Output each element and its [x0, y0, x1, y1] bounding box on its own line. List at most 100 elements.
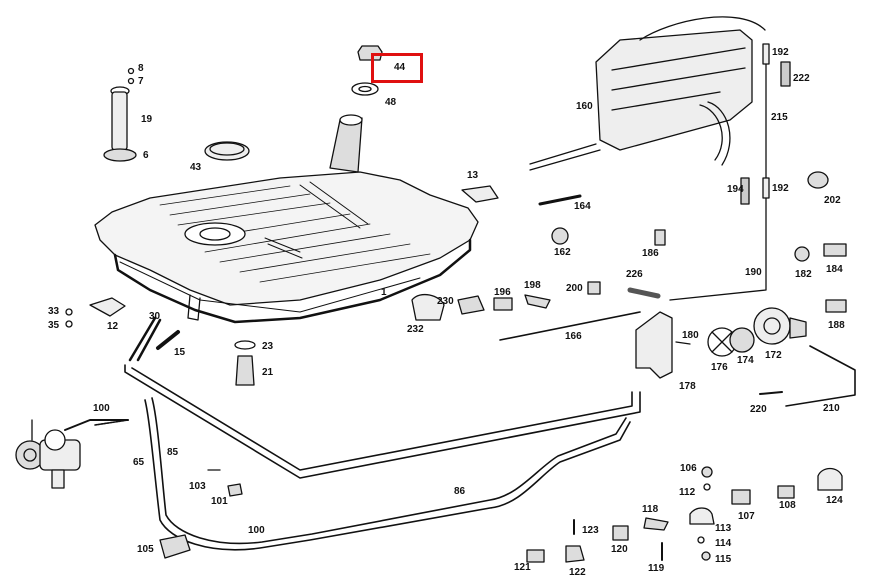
label-186: 186 — [642, 248, 659, 259]
label-113: 113 — [715, 523, 732, 534]
label-200: 200 — [566, 283, 583, 294]
label-188: 188 — [828, 320, 845, 331]
label-35: 35 — [48, 320, 60, 331]
clip-107-part — [731, 489, 751, 505]
label-30: 30 — [149, 311, 161, 322]
clip-120-part — [612, 525, 629, 541]
label-107: 107 — [738, 511, 755, 522]
label-43: 43 — [190, 162, 202, 173]
label-166: 166 — [565, 331, 582, 342]
label-123: 123 — [582, 525, 599, 536]
filter-105-part — [159, 534, 191, 559]
reservoir-160-part — [529, 16, 766, 171]
label-194: 194 — [727, 184, 744, 195]
plate-12-part — [89, 297, 126, 317]
label-114: 114 — [715, 538, 732, 549]
clip-113-part — [689, 507, 715, 525]
label-44: 44 — [394, 62, 406, 73]
label-182: 182 — [795, 269, 812, 280]
label-13: 13 — [467, 170, 479, 181]
clip-230-part — [457, 295, 485, 315]
fuel-pump-part — [15, 419, 81, 489]
nut-115-part — [701, 551, 711, 561]
washer-35-part — [65, 320, 73, 328]
label-222: 222 — [793, 73, 810, 84]
label-119: 119 — [648, 563, 665, 574]
pin-220-part — [759, 391, 783, 395]
label-7: 7 — [138, 76, 144, 87]
label-115: 115 — [715, 554, 732, 565]
label-105: 105 — [137, 544, 154, 555]
line-166-part — [499, 311, 641, 341]
label-198: 198 — [524, 280, 541, 291]
label-230: 230 — [437, 296, 454, 307]
label-226: 226 — [626, 269, 643, 280]
hose-164-part — [538, 194, 582, 206]
label-121: 121 — [514, 562, 531, 573]
plug-21-part — [235, 355, 255, 386]
label-15: 15 — [174, 347, 186, 358]
label-19: 19 — [141, 114, 153, 125]
label-65: 65 — [133, 457, 145, 468]
label-178: 178 — [679, 381, 696, 392]
label-1: 1 — [381, 287, 387, 298]
label-202: 202 — [824, 195, 841, 206]
label-215: 215 — [771, 112, 788, 123]
label-210: 210 — [823, 403, 840, 414]
highlight-box — [371, 53, 423, 83]
bolt-15-part — [156, 330, 180, 350]
label-48: 48 — [385, 97, 397, 108]
grommet-182-part — [794, 246, 810, 262]
label-106: 106 — [680, 463, 697, 474]
label-232: 232 — [407, 324, 424, 335]
bracket-13-part — [461, 185, 499, 203]
clip-124-part — [817, 467, 843, 491]
fuel-line-frame — [124, 364, 641, 479]
clip-186-part — [654, 229, 666, 246]
clip-162-part — [551, 227, 569, 245]
label-85: 85 — [167, 447, 179, 458]
vertical-line-215 — [669, 43, 791, 301]
label-112: 112 — [679, 487, 696, 498]
label-174: 174 — [737, 355, 754, 366]
label-190: 190 — [745, 267, 762, 278]
clip-198-part — [524, 294, 551, 309]
fuel-tank-part — [94, 114, 479, 324]
gasket-part — [204, 141, 250, 161]
label-8: 8 — [138, 63, 144, 74]
label-100b: 100 — [248, 525, 265, 536]
washer-23-part — [234, 340, 256, 350]
label-103: 103 — [189, 481, 206, 492]
label-160: 160 — [576, 101, 593, 112]
label-118: 118 — [642, 504, 659, 515]
label-162: 162 — [554, 247, 571, 258]
screw-106-part — [701, 466, 713, 478]
label-86: 86 — [454, 486, 466, 497]
stud-30-part — [128, 316, 162, 362]
clip-200-part — [587, 281, 601, 295]
label-33: 33 — [48, 306, 60, 317]
label-101: 101 — [211, 496, 228, 507]
label-192: 192 — [772, 47, 789, 58]
washer-112-part — [703, 483, 711, 491]
clip-196-part — [493, 297, 513, 311]
label-196: 196 — [494, 287, 511, 298]
label-12: 12 — [107, 321, 119, 332]
clip-232-part — [411, 293, 445, 321]
hose-226-part — [627, 287, 661, 299]
fuel-lines — [64, 397, 631, 551]
valve-assembly — [635, 307, 807, 379]
nut-33-part — [65, 308, 73, 316]
clip-121-part — [526, 549, 545, 563]
label-124: 124 — [826, 495, 843, 506]
label-220: 220 — [750, 404, 767, 415]
bracket-118-part — [643, 517, 669, 531]
label-21: 21 — [262, 367, 274, 378]
label-6: 6 — [143, 150, 149, 161]
washer-114-part — [697, 536, 705, 544]
clip-184-part — [823, 243, 847, 257]
label-108: 108 — [779, 500, 796, 511]
line-210-part — [785, 345, 856, 407]
